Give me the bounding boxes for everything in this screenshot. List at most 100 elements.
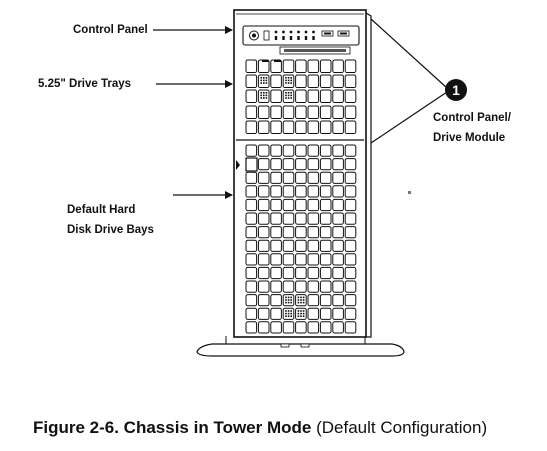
perforation-dot (287, 312, 290, 315)
hdd-bay-cell (332, 185, 344, 198)
perforation-dot (300, 296, 302, 299)
hdd-bay-cell (344, 226, 357, 239)
perforation-dot (302, 312, 305, 315)
hdd-bay-cell (295, 171, 307, 184)
hdd-bay-cell (332, 294, 344, 307)
hdd-bay-cell (344, 185, 357, 198)
hdd-bay-cell (270, 266, 282, 280)
perforation-dot (263, 77, 265, 79)
hdd-bay-cell (307, 144, 320, 157)
hdd-bay-cell (270, 144, 282, 157)
perforation-dot (287, 310, 290, 312)
hdd-bay-cell (344, 253, 357, 266)
figure-caption: Figure 2-6. Chassis in Tower Mode (Defau… (33, 418, 487, 438)
hdd-bay-cell (257, 239, 270, 252)
hdd-bay-cell (295, 198, 307, 212)
hdd-bay-cell (307, 239, 320, 252)
hdd-bay-cell (295, 253, 307, 266)
hdd-bay-cell (245, 294, 258, 307)
chassis-side-panel (365, 12, 372, 338)
perforation-dot (297, 312, 300, 315)
hdd-bay-cell (270, 294, 282, 307)
perforation-dot (285, 94, 287, 97)
hdd-bay-cell (344, 198, 357, 212)
drive-tray-cell (332, 74, 344, 88)
perforation-dot (290, 97, 292, 99)
hdd-bay-cell (282, 171, 295, 184)
hdd-bay-cell (282, 212, 295, 225)
drive-tray-cell (319, 105, 332, 119)
hdd-bay-cell (307, 158, 320, 171)
bay-latch (245, 157, 258, 172)
perforation-dot (265, 97, 268, 99)
perforation-dot (285, 79, 287, 82)
hdd-bay-cell (245, 212, 258, 225)
logo-text-shape (284, 49, 346, 52)
perforation-dot (263, 82, 265, 84)
drive-tray-cell (344, 105, 357, 119)
module-leader-lower (370, 91, 448, 144)
hdd-bay-cell (295, 266, 307, 280)
drive-tray-cell (282, 59, 295, 73)
led-symbol (289, 36, 293, 40)
perforation-dot (260, 82, 262, 84)
led-symbol (282, 36, 285, 40)
hdd-bay-cell (319, 294, 332, 307)
hdd-bay-cell (282, 198, 295, 212)
drive-tray-cell (295, 89, 307, 103)
perforation-dot (263, 97, 265, 99)
hdd-bay-cell (282, 280, 295, 293)
drive-tray-cell (332, 89, 344, 103)
hdd-bay-cell (245, 144, 258, 157)
hdd-bay-cell (270, 321, 282, 334)
hdd-bay-cell (307, 212, 320, 225)
drive-tray-cell (257, 74, 270, 88)
perforation-dot (290, 315, 292, 317)
hdd-bay-cell (344, 212, 357, 225)
hdd-bay-cell (332, 307, 344, 320)
drive-tray-cell (245, 120, 258, 134)
drive-tray-cell (307, 59, 320, 73)
usb-port-pin (324, 32, 331, 35)
hdd-bay-cell (270, 158, 282, 171)
perforation-dot (290, 77, 292, 79)
hdd-bay-cell (319, 185, 332, 198)
perforation-dot (302, 299, 305, 301)
perforation-dot (287, 97, 290, 99)
perforation-dot (263, 79, 265, 82)
hdd-bay-cell (319, 239, 332, 252)
hdd-bay-cell (295, 144, 307, 157)
drive-tray-cell (282, 120, 295, 134)
hdd-bay-cell (282, 239, 295, 252)
hdd-bay-cell (344, 171, 357, 184)
drive-tray-cell (319, 120, 332, 134)
hdd-bay-cell (319, 158, 332, 171)
hdd-bay-cell (307, 280, 320, 293)
perforation-dot (285, 315, 287, 317)
perforation-dot (300, 301, 302, 304)
drive-tray-cell (245, 59, 258, 73)
perforation-dot (290, 312, 292, 315)
drive-tray-cell (332, 120, 344, 134)
hdd-bay-cell (257, 307, 270, 320)
hdd-bay-cell (319, 171, 332, 184)
hdd-bay-cell (257, 321, 270, 334)
label-drive-trays: 5.25" Drive Trays (38, 78, 132, 90)
hdd-bay-cell (270, 198, 282, 212)
hdd-bay-cell (257, 198, 270, 212)
hdd-bay-cell (270, 185, 282, 198)
hdd-bay-cell (257, 280, 270, 293)
perforation-dot (285, 310, 287, 312)
perforation-dot (260, 94, 262, 97)
perforation-dot (297, 301, 300, 304)
power-button-core (252, 33, 256, 38)
perforation-dot (297, 315, 300, 317)
perforation-dot (287, 92, 290, 94)
hdd-bay-cell (332, 239, 344, 252)
perforation-dot (287, 94, 290, 97)
hdd-bay-cell (295, 280, 307, 293)
drive-tray-cell (344, 74, 357, 88)
hdd-bay-cell (332, 253, 344, 266)
